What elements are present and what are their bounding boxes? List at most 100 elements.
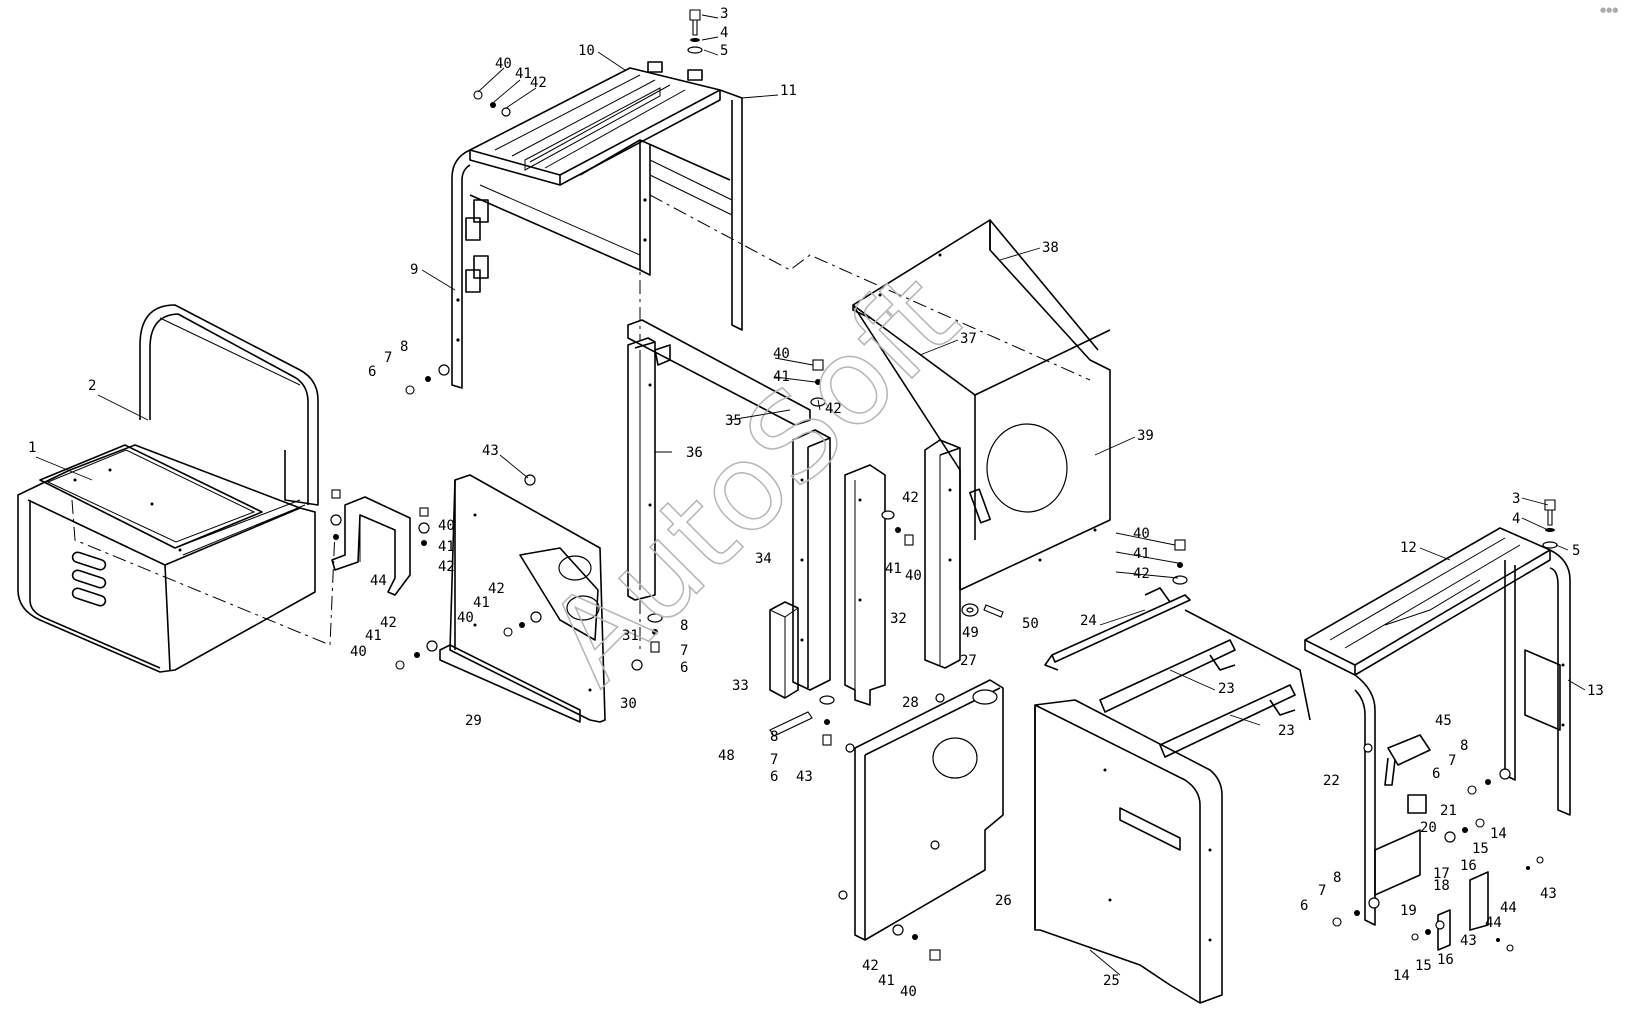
callout-20: 20 (1420, 820, 1437, 836)
bolt-48 (769, 711, 813, 737)
callout-2: 2 (88, 378, 96, 394)
callout-43: 43 (796, 769, 813, 785)
bracket-21 (1407, 794, 1427, 814)
callout-44: 44 (370, 573, 387, 589)
callout-40: 40 (905, 568, 922, 584)
callout-1: 1 (28, 440, 36, 456)
callout-40: 40 (773, 346, 790, 362)
callout-50: 50 (1022, 616, 1039, 632)
callout-14: 14 (1393, 968, 1410, 984)
callout-34: 34 (755, 551, 772, 567)
callout-3: 3 (720, 6, 728, 22)
callout-26: 26 (995, 893, 1012, 909)
callout-40: 40 (900, 984, 917, 1000)
bracket-44-right (1437, 871, 1489, 951)
callout-43: 43 (482, 443, 499, 459)
callout-28: 28 (902, 695, 919, 711)
top-frame-assembly (451, 61, 743, 389)
callout-18: 18 (1433, 878, 1450, 894)
seat-cushion-base (17, 444, 316, 673)
callout-21: 21 (1440, 803, 1457, 819)
callout-29: 29 (465, 713, 482, 729)
watermark-text: AutoSoft (522, 248, 985, 711)
callout-16: 16 (1460, 858, 1477, 874)
callout-6: 6 (1432, 766, 1440, 782)
callout-43: 43 (1540, 886, 1557, 902)
callout-41: 41 (438, 539, 455, 555)
callout-45: 45 (1435, 713, 1452, 729)
callout-41: 41 (365, 628, 382, 644)
washer-49 (961, 603, 979, 617)
fastener-set (330, 9, 1558, 961)
callout-48: 48 (718, 748, 735, 764)
callout-42: 42 (825, 401, 842, 417)
callout-23: 23 (1278, 723, 1295, 739)
callout-35: 35 (725, 413, 742, 429)
side-panel-29 (439, 474, 606, 723)
callout-6: 6 (368, 364, 376, 380)
callout-25: 25 (1103, 973, 1120, 989)
callout-8: 8 (400, 339, 408, 355)
callout-40: 40 (495, 56, 512, 72)
center-lines (71, 145, 1091, 650)
callout-41: 41 (773, 369, 790, 385)
rail-23 (1099, 639, 1296, 758)
callout-41: 41 (878, 973, 895, 989)
callout-6: 6 (680, 660, 688, 676)
callout-15: 15 (1472, 841, 1489, 857)
callout-31: 31 (622, 628, 639, 644)
column-34 (792, 429, 831, 691)
callout-7: 7 (1318, 883, 1326, 899)
callout-24: 24 (1080, 613, 1097, 629)
callout-13: 13 (1587, 683, 1604, 699)
bracket-45 (1384, 734, 1431, 786)
block-33 (769, 601, 799, 699)
callout-33: 33 (732, 678, 749, 694)
seat-backrest (139, 304, 319, 506)
watermark: AutoSoft (521, 247, 985, 711)
callout-23: 23 (1218, 681, 1235, 697)
right-frame-12-13 (1304, 527, 1571, 926)
callout-8: 8 (770, 729, 778, 745)
callout-7: 7 (680, 643, 688, 659)
callout-49: 49 (962, 625, 979, 641)
callout-8: 8 (680, 618, 688, 634)
callout-11: 11 (780, 83, 797, 99)
callout-10: 10 (578, 43, 595, 59)
callout-30: 30 (620, 696, 637, 712)
callout-44: 44 (1500, 900, 1517, 916)
bolt-50 (983, 604, 1004, 618)
callout-labels: 1 2 3 4 5 10 11 40 41 42 9 8 7 6 44 40 4… (28, 6, 1604, 1000)
callout-37: 37 (960, 331, 977, 347)
callout-3: 3 (1512, 491, 1520, 507)
callout-5: 5 (1572, 543, 1580, 559)
callout-7: 7 (384, 350, 392, 366)
callout-44: 44 (1485, 915, 1502, 931)
callout-41: 41 (1133, 546, 1150, 562)
callout-42: 42 (380, 615, 397, 631)
callout-12: 12 (1400, 540, 1417, 556)
callout-42: 42 (488, 581, 505, 597)
callout-42: 42 (902, 490, 919, 506)
callout-7: 7 (1448, 753, 1456, 769)
callout-36: 36 (686, 445, 703, 461)
rail-24 (1044, 587, 1191, 671)
front-panel-26 (838, 679, 1004, 941)
callout-32: 32 (890, 611, 907, 627)
bracket-44-left (331, 496, 411, 596)
callout-39: 39 (1137, 428, 1154, 444)
callout-6: 6 (1300, 898, 1308, 914)
callout-41: 41 (515, 66, 532, 82)
callout-43: 43 (1460, 933, 1477, 949)
callout-42: 42 (530, 75, 547, 91)
column-28 (844, 464, 886, 706)
leader-lines (35, 14, 1586, 976)
callout-22: 22 (1323, 773, 1340, 789)
callout-40: 40 (457, 610, 474, 626)
callout-27: 27 (960, 653, 977, 669)
side-panel-25 (1034, 609, 1311, 1004)
callout-38: 38 (1042, 240, 1059, 256)
callout-15: 15 (1415, 958, 1432, 974)
callout-40: 40 (350, 644, 367, 660)
